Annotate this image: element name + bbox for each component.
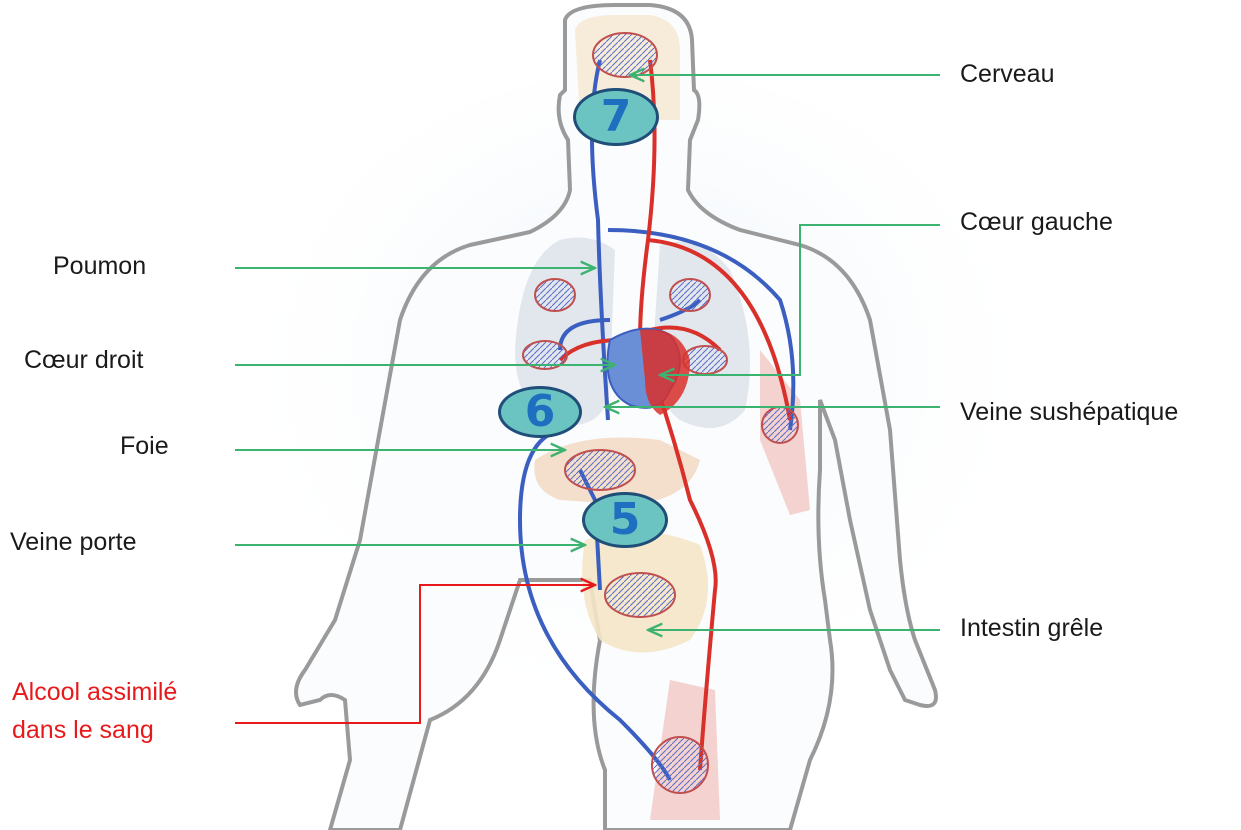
label-veine-porte: Veine porte <box>10 527 137 557</box>
step-badge-5: 5 <box>582 492 668 548</box>
label-poumon: Poumon <box>53 251 146 281</box>
step-badge-6: 6 <box>498 386 582 438</box>
label-coeur-gauche: Cœur gauche <box>960 207 1113 237</box>
step-badge-7: 7 <box>573 88 659 146</box>
label-coeur-droit: Cœur droit <box>24 345 143 375</box>
label-cerveau: Cerveau <box>960 59 1055 89</box>
label-veine-sushepatique: Veine sushépatique <box>960 397 1178 427</box>
label-alcool-line1: Alcool assimilé <box>12 677 177 707</box>
label-intestin-grele: Intestin grêle <box>960 613 1103 643</box>
label-alcool-line2: dans le sang <box>12 715 154 745</box>
label-foie: Foie <box>120 431 169 461</box>
